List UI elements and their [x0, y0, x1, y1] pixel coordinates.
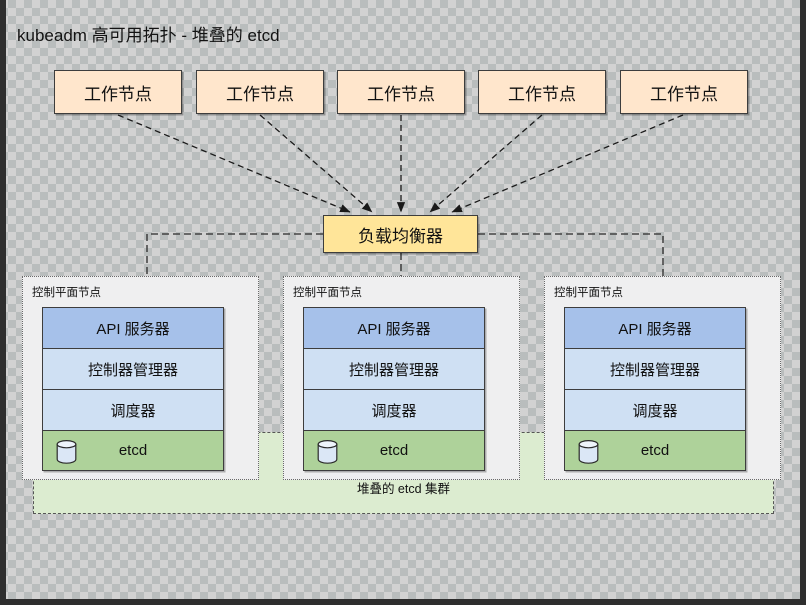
api-server-label: API 服务器 — [96, 320, 170, 338]
scheduler-box[interactable]: 调度器 — [564, 389, 746, 430]
control-plane-component-stack: API 服务器 控制器管理器 调度器 etcd — [564, 307, 746, 471]
etcd-box[interactable]: etcd — [303, 430, 485, 471]
api-server-box[interactable]: API 服务器 — [42, 307, 224, 348]
etcd-label: etcd — [118, 442, 148, 459]
etcd-box[interactable]: etcd — [42, 430, 224, 471]
worker-to-lb-connectors — [117, 114, 684, 213]
worker-node-label: 工作节点 — [367, 84, 435, 104]
scheduler-box[interactable]: 调度器 — [303, 389, 485, 430]
scheduler-label: 调度器 — [371, 402, 417, 420]
worker-node-5[interactable]: 工作节点 — [620, 70, 748, 114]
canvas-edge-bottom — [0, 599, 806, 605]
control-plane-panel-1: 控制平面节点 API 服务器 控制器管理器 调度器 etcd — [22, 276, 259, 480]
etcd-label: etcd — [640, 442, 670, 459]
worker-node-label: 工作节点 — [650, 84, 718, 104]
controller-manager-box[interactable]: 控制器管理器 — [564, 348, 746, 389]
worker-node-label: 工作节点 — [226, 84, 294, 104]
database-icon — [317, 440, 338, 464]
control-plane-panel-2: 控制平面节点 API 服务器 控制器管理器 调度器 etcd — [283, 276, 520, 480]
canvas-edge-right — [800, 0, 806, 605]
scheduler-label: 调度器 — [110, 402, 156, 420]
load-balancer-label: 负载均衡器 — [358, 226, 443, 246]
worker-node-3[interactable]: 工作节点 — [337, 70, 465, 114]
control-plane-panel-label: 控制平面节点 — [293, 287, 362, 299]
scheduler-label: 调度器 — [632, 402, 678, 420]
controller-manager-label: 控制器管理器 — [87, 361, 178, 379]
controller-manager-box[interactable]: 控制器管理器 — [303, 348, 485, 389]
canvas-edge-left — [0, 0, 6, 605]
etcd-label: etcd — [379, 442, 409, 459]
etcd-box[interactable]: etcd — [564, 430, 746, 471]
worker-node-1[interactable]: 工作节点 — [54, 70, 182, 114]
controller-manager-label: 控制器管理器 — [609, 361, 700, 379]
api-server-label: API 服务器 — [618, 320, 692, 338]
diagram-title: kubeadm 高可用拓扑 - 堆叠的 etcd — [17, 26, 280, 45]
api-server-label: API 服务器 — [357, 320, 431, 338]
api-server-box[interactable]: API 服务器 — [564, 307, 746, 348]
controller-manager-label: 控制器管理器 — [348, 361, 439, 379]
control-plane-panel-label: 控制平面节点 — [554, 287, 623, 299]
scheduler-box[interactable]: 调度器 — [42, 389, 224, 430]
api-server-box[interactable]: API 服务器 — [303, 307, 485, 348]
control-plane-component-stack: API 服务器 控制器管理器 调度器 etcd — [303, 307, 485, 471]
database-icon — [56, 440, 77, 464]
etcd-cluster-label: 堆叠的 etcd 集群 — [356, 482, 451, 496]
control-plane-panel-label: 控制平面节点 — [32, 287, 101, 299]
controller-manager-box[interactable]: 控制器管理器 — [42, 348, 224, 389]
database-icon — [578, 440, 599, 464]
worker-node-label: 工作节点 — [84, 84, 152, 104]
worker-node-4[interactable]: 工作节点 — [478, 70, 606, 114]
worker-node-label: 工作节点 — [508, 84, 576, 104]
control-plane-component-stack: API 服务器 控制器管理器 调度器 etcd — [42, 307, 224, 471]
load-balancer-box[interactable]: 负载均衡器 — [323, 215, 478, 253]
worker-node-2[interactable]: 工作节点 — [196, 70, 324, 114]
control-plane-panel-3: 控制平面节点 API 服务器 控制器管理器 调度器 etcd — [544, 276, 781, 480]
